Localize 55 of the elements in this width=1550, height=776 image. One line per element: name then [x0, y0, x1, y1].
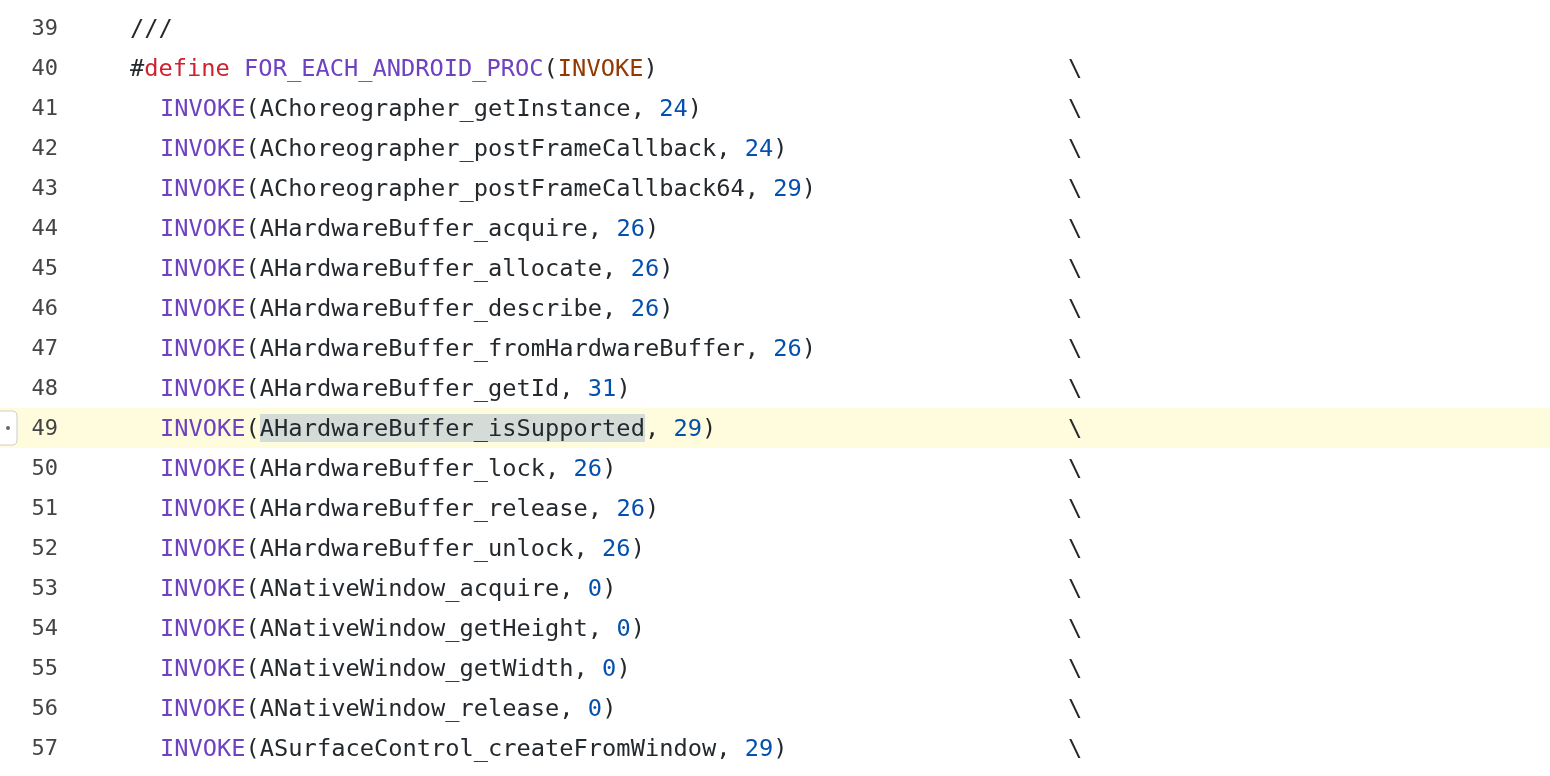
line-number: 42 — [31, 135, 58, 161]
code-line: INVOKE(AHardwareBuffer_lock, 26) — [160, 454, 617, 482]
code-line: INVOKE(ANativeWindow_getHeight, 0) — [160, 614, 645, 642]
line-continuation: \ — [1068, 174, 1083, 202]
line-continuation: \ — [1068, 574, 1083, 602]
line-number: 46 — [31, 295, 58, 321]
line-number: 53 — [31, 575, 58, 601]
line-continuation: \ — [1068, 94, 1083, 122]
code-line: INVOKE(AHardwareBuffer_getId, 31) — [160, 374, 631, 402]
code-line: /// — [130, 14, 173, 42]
line-number: 43 — [31, 175, 58, 201]
code-line: INVOKE(ANativeWindow_acquire, 0) — [160, 574, 617, 602]
code-line: INVOKE(AHardwareBuffer_allocate, 26) — [160, 254, 674, 282]
line-continuation: \ — [1068, 374, 1083, 402]
line-number: 54 — [31, 615, 58, 641]
line-continuation: \ — [1068, 494, 1083, 522]
code-line: INVOKE(AChoreographer_postFrameCallback, 24) — [160, 134, 788, 162]
line-continuation: \ — [1068, 414, 1083, 442]
line-continuation: \ — [1068, 694, 1083, 722]
code-line: INVOKE(AHardwareBuffer_unlock, 26) — [160, 534, 645, 562]
line-number: 41 — [31, 95, 58, 121]
code-line: INVOKE(AHardwareBuffer_fromHardwareBuffer, 26) — [160, 334, 817, 362]
line-continuation: \ — [1068, 734, 1083, 762]
line-number: 51 — [31, 495, 58, 521]
line-number: 48 — [31, 375, 58, 401]
code-line: INVOKE(ASurfaceControl_createFromWindow, 29) — [160, 734, 788, 762]
code-line: INVOKE(AHardwareBuffer_release, 26) — [160, 494, 660, 522]
line-continuation: \ — [1068, 334, 1083, 362]
code-line: INVOKE(AHardwareBuffer_describe, 26) — [160, 294, 674, 322]
line-number: 55 — [31, 655, 58, 681]
line-number: 44 — [31, 215, 58, 241]
line-number: 52 — [31, 535, 58, 561]
line-continuation: \ — [1068, 54, 1083, 82]
line-number: 56 — [31, 695, 58, 721]
line-continuation: \ — [1068, 454, 1083, 482]
line-number: 45 — [31, 255, 58, 281]
line-continuation: \ — [1068, 254, 1083, 282]
line-continuation: \ — [1068, 614, 1083, 642]
code-line: #define FOR_EACH_ANDROID_PROC(INVOKE) — [130, 54, 658, 82]
line-number: 40 — [31, 55, 58, 81]
line-number: 49 — [31, 415, 58, 441]
line-number: 50 — [31, 455, 58, 481]
code-line: INVOKE(AChoreographer_postFrameCallback64, 29) — [160, 174, 817, 202]
line-continuation: \ — [1068, 294, 1083, 322]
code-line: INVOKE(ANativeWindow_getWidth, 0) — [160, 654, 631, 682]
line-continuation: \ — [1068, 654, 1083, 682]
code-line: INVOKE(ANativeWindow_release, 0) — [160, 694, 617, 722]
line-number: 39 — [31, 15, 58, 41]
line-number: 57 — [31, 735, 58, 761]
line-continuation: \ — [1068, 534, 1083, 562]
code-line: INVOKE(AHardwareBuffer_acquire, 26) — [160, 214, 660, 242]
line-continuation: \ — [1068, 134, 1083, 162]
code-line: INVOKE(AChoreographer_getInstance, 24) — [160, 94, 702, 122]
line-number: 47 — [31, 335, 58, 361]
line-continuation: \ — [1068, 214, 1083, 242]
